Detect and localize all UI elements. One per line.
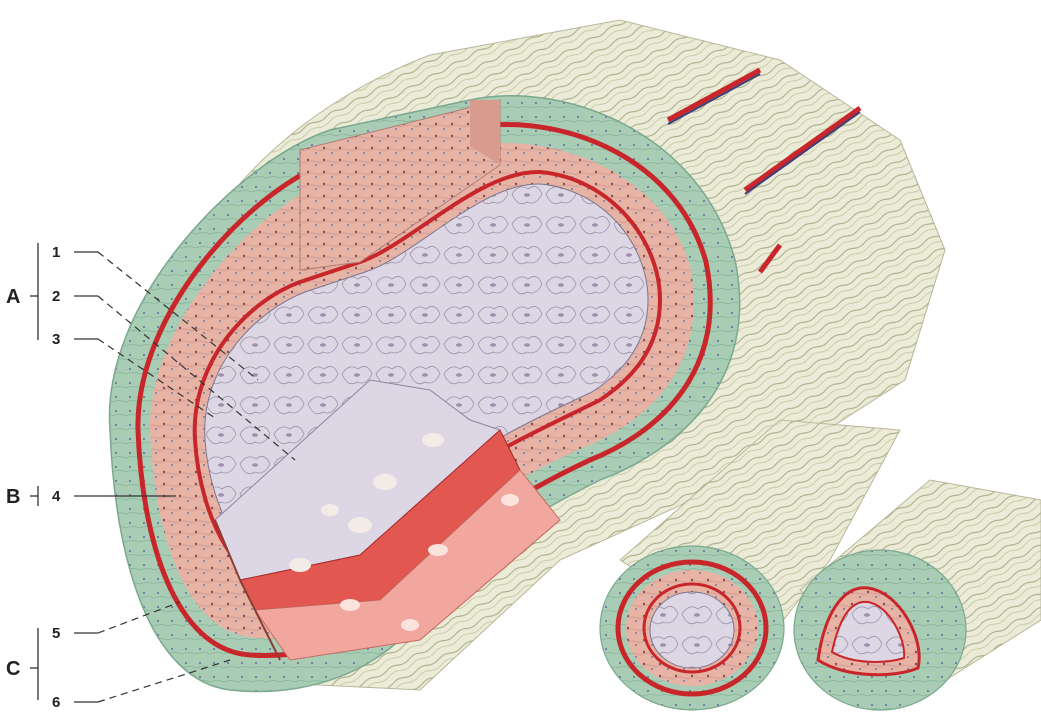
group-b-letter: B [6, 486, 20, 508]
label-5: 5 [52, 625, 60, 642]
label-4: 4 [52, 488, 61, 505]
group-c-letter: C [6, 658, 20, 680]
label-2: 2 [52, 288, 60, 305]
label-1: 1 [52, 244, 60, 261]
label-6: 6 [52, 694, 60, 711]
group-a-letter: A [6, 286, 20, 308]
label-3: 3 [52, 331, 60, 348]
